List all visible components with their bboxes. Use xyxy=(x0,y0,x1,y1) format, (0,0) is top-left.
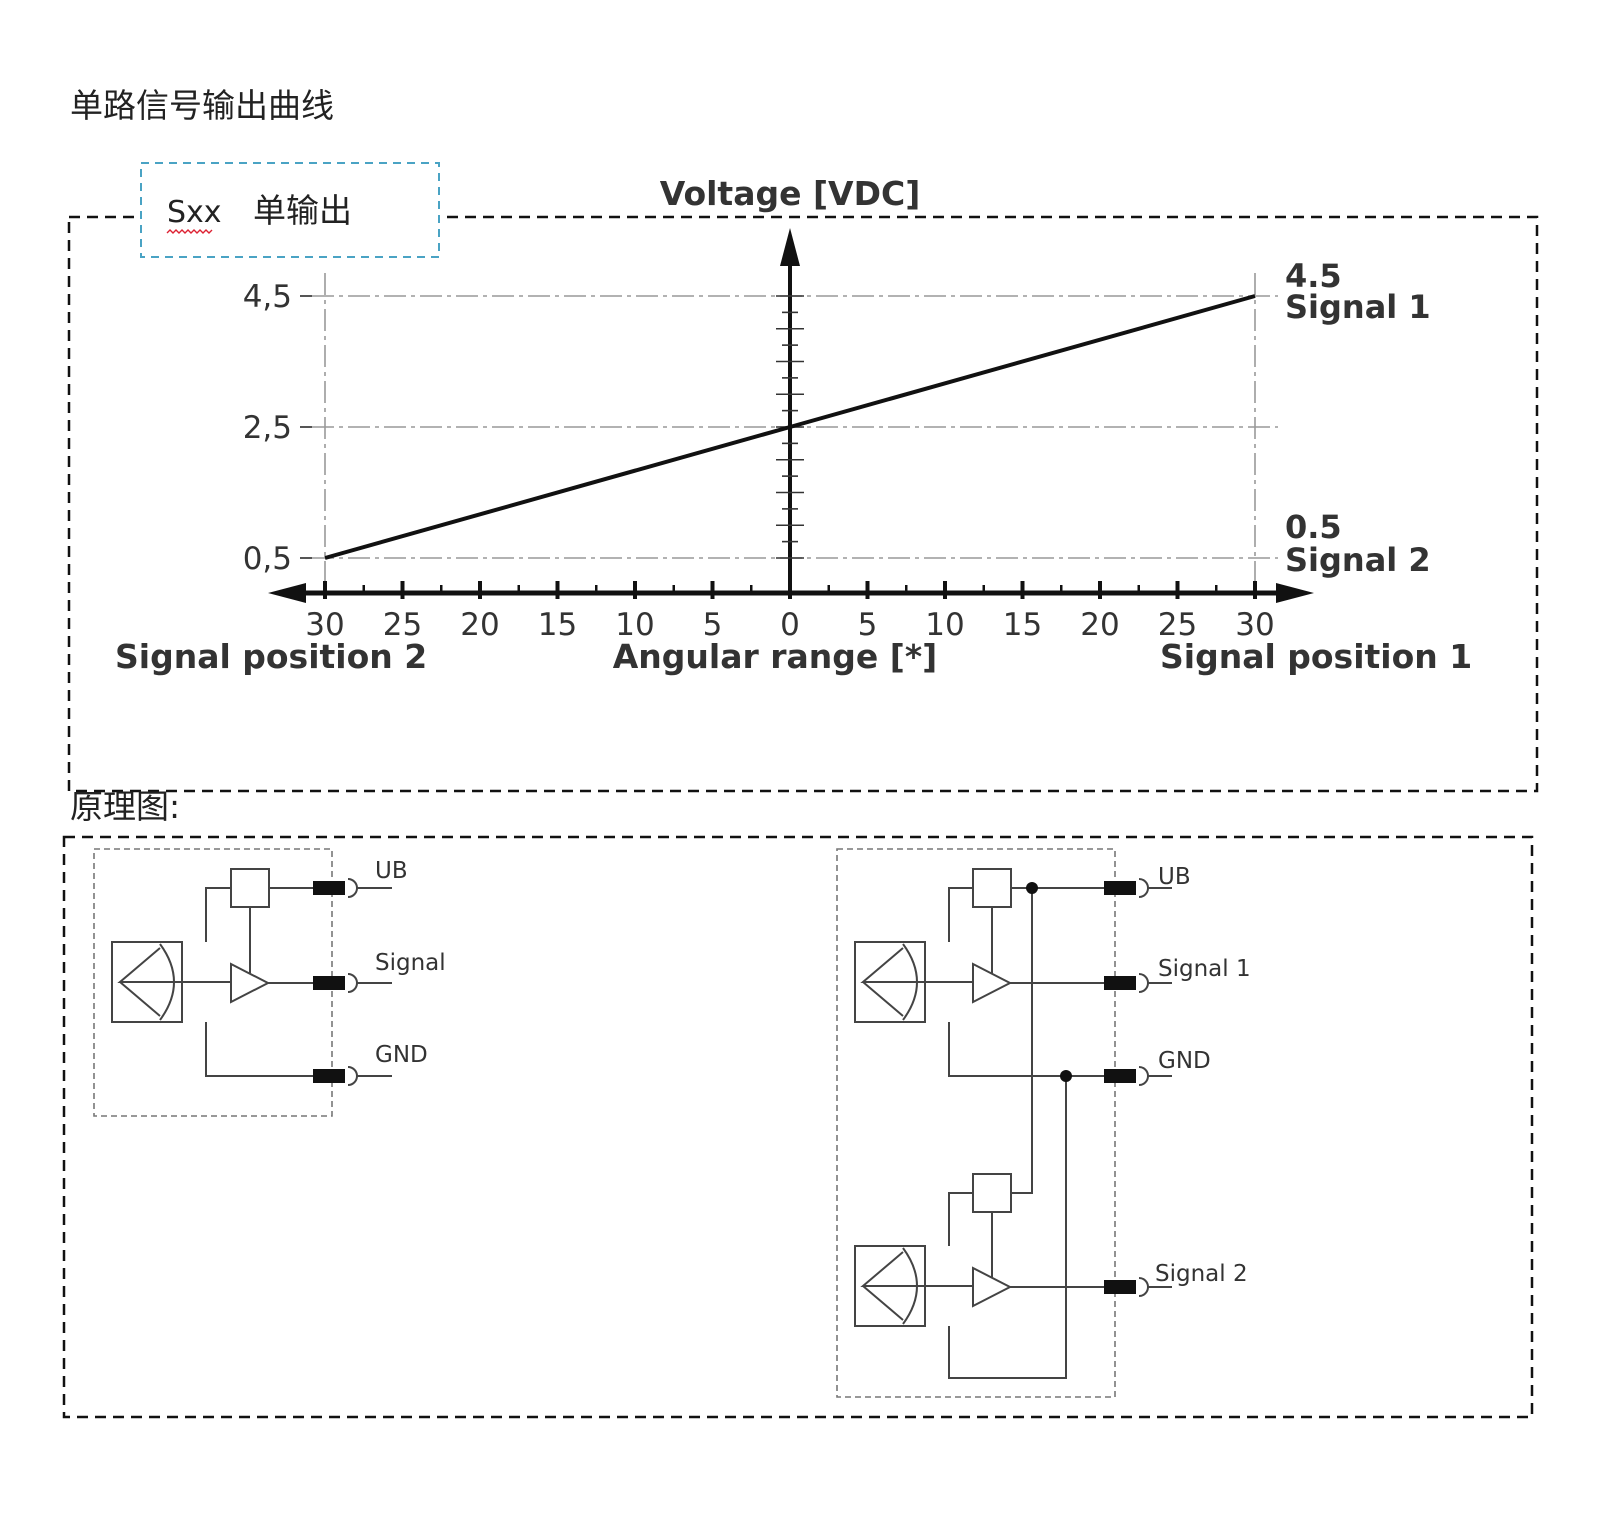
schematic-title: 原理图: xyxy=(70,787,180,826)
sensor-element-icon xyxy=(854,1245,926,1327)
regulator-block xyxy=(972,1173,1012,1213)
pin-label: UB xyxy=(375,858,408,884)
x-tick-label: 20 xyxy=(460,607,499,643)
x-axis-arrow-left xyxy=(268,583,306,603)
x-axis-title: Angular range [*] xyxy=(613,637,937,676)
x-tick-label: 10 xyxy=(615,607,654,643)
y-axis-arrow xyxy=(780,228,800,266)
x-tick-label: 15 xyxy=(538,607,577,643)
x-tick-label: 25 xyxy=(1158,607,1197,643)
signal1-name: Signal 1 xyxy=(1285,288,1431,326)
sensor-element-icon xyxy=(854,941,926,1023)
x-tick-label: 5 xyxy=(858,607,878,643)
x-axis-arrow-right xyxy=(1276,583,1314,603)
signal-line xyxy=(324,294,1256,560)
regulator-block xyxy=(972,868,1012,908)
x-tick-label: 0 xyxy=(780,607,800,643)
sensor-element-icon xyxy=(111,941,183,1023)
y-tick-label: 4,5 xyxy=(243,279,292,315)
spellcheck-underline xyxy=(166,229,213,234)
schematic-frame xyxy=(62,835,1534,1419)
pin-label: GND xyxy=(375,1042,428,1068)
pin-label: Signal 2 xyxy=(1155,1261,1248,1287)
signal2-value: 0.5 xyxy=(1285,508,1342,546)
page-title: 单路信号输出曲线 xyxy=(70,86,334,125)
dual-output-schematic xyxy=(836,848,1172,1398)
pin-label: UB xyxy=(1158,864,1191,890)
left-caption: Signal position 2 xyxy=(115,637,427,676)
y-tick-label: 0,5 xyxy=(243,541,292,577)
connector-icon xyxy=(313,878,392,1086)
x-tick-label: 30 xyxy=(1235,607,1274,643)
signal2-name: Signal 2 xyxy=(1285,541,1431,579)
legend-label: 单输出 xyxy=(253,191,352,230)
pin-label: GND xyxy=(1158,1048,1211,1074)
pin-label: Signal 1 xyxy=(1158,956,1251,982)
legend-box xyxy=(140,162,440,258)
x-tick-label: 10 xyxy=(925,607,964,643)
y-axis-title: Voltage [VDC] xyxy=(660,174,921,213)
y-tick-label: 2,5 xyxy=(243,410,292,446)
right-caption: Signal position 1 xyxy=(1160,637,1472,676)
sensor-housing xyxy=(836,848,1116,1398)
x-tick-label: 5 xyxy=(703,607,723,643)
signal1-value: 4.5 xyxy=(1285,257,1342,295)
pin-label: Signal xyxy=(375,950,446,976)
x-tick-label: 30 xyxy=(305,607,344,643)
single-output-schematic xyxy=(93,848,392,1117)
regulator-block xyxy=(230,868,270,908)
x-tick-label: 20 xyxy=(1080,607,1119,643)
x-tick-label: 15 xyxy=(1003,607,1042,643)
legend-code: Sxx xyxy=(167,195,222,230)
connector-icon xyxy=(1104,878,1172,1297)
voltage-chart: Voltage [VDC] Angular range [*] Signal p… xyxy=(115,174,1472,676)
chart-frame xyxy=(67,215,1539,793)
x-tick-label: 25 xyxy=(383,607,422,643)
